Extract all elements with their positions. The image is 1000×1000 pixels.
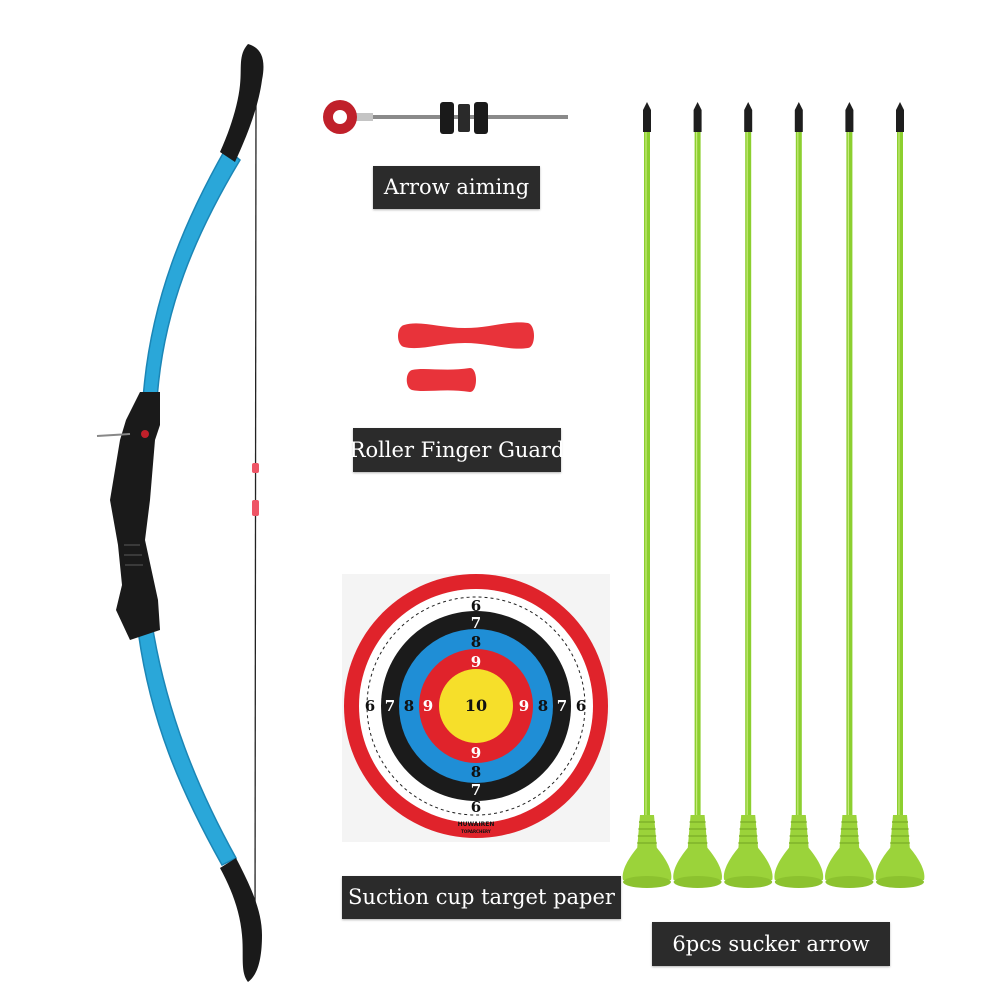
suction-cup-rim (825, 876, 874, 888)
target-score-8-top: 8 (471, 633, 481, 651)
sight-mount-block (440, 102, 454, 134)
bow-sight-knob (141, 430, 149, 438)
target-score-6-bottom: 6 (471, 798, 481, 816)
target-score-8-left: 8 (404, 697, 414, 715)
bow-upper-tip (220, 44, 264, 162)
sucker-arrows-label: 6pcs sucker arrow (652, 922, 890, 966)
target-brand-sub: TOPARCHERY (461, 829, 491, 834)
suction-cup-stem (687, 815, 708, 850)
finger-guard-short (406, 368, 476, 392)
sight-ring-hole (333, 110, 347, 124)
suction-cup-target-paper-label: Suction cup target paper (342, 876, 621, 919)
suction-cup (774, 848, 824, 880)
suction-cup-rim (774, 876, 823, 888)
suction-cup (875, 848, 925, 880)
suction-cup (622, 848, 672, 880)
suction-cup-rim (623, 876, 671, 888)
sight-rod-collar (355, 113, 373, 121)
suction-cup (673, 848, 722, 880)
target-score-7-top: 7 (471, 614, 481, 632)
suction-cup-rim (876, 876, 924, 888)
arrow-nock (744, 102, 753, 132)
target-brand: HUWAIREN (458, 821, 495, 828)
target-score-8-bottom: 8 (471, 763, 481, 781)
target-score-6-right: 6 (576, 697, 586, 715)
arrow-shaft (694, 130, 701, 820)
suction-cup-stem (637, 815, 657, 850)
suction-cup-rim (673, 876, 722, 888)
suction-cup-rim (724, 876, 773, 888)
arrow-nock (794, 102, 803, 132)
target-score-9-bottom: 9 (471, 744, 481, 762)
target-score-9-right: 9 (519, 697, 529, 715)
nocking-point (252, 500, 259, 516)
arrow-shaft (897, 130, 903, 820)
target-bullseye-yellow (439, 669, 513, 743)
arrow-shaft (846, 130, 853, 820)
suction-cup-stem (738, 815, 759, 850)
target-score-6-top: 6 (471, 597, 481, 615)
arrow-shaft (644, 130, 650, 820)
target-score-6-left: 6 (365, 697, 375, 715)
bow-sight-pin (96, 433, 131, 437)
sight-mount-block (474, 102, 488, 134)
arrow-aiming-label: Arrow aiming (373, 166, 540, 209)
arrow-nock (845, 102, 854, 132)
finger-guard-long (398, 322, 534, 349)
nocking-point (252, 463, 259, 473)
bowstring (254, 94, 257, 939)
target-score-9-top: 9 (471, 653, 481, 671)
suction-cup-stem (839, 815, 860, 850)
target-score-7-right: 7 (557, 697, 567, 715)
suction-cup-stem (890, 815, 910, 850)
target-score-7-left: 7 (385, 697, 395, 715)
target-score-7-bottom: 7 (471, 781, 481, 799)
target-ring-dashed (366, 596, 586, 816)
target-score-10-center: 10 (465, 696, 487, 715)
target-score-8-right: 8 (538, 697, 548, 715)
target-score-9-left: 9 (423, 697, 433, 715)
arrow-shaft (745, 130, 752, 820)
arrow-nock (643, 102, 651, 132)
bow-lower-tip (220, 858, 262, 982)
arrow-shaft (795, 130, 802, 820)
bow-riser-grip (110, 392, 160, 640)
suction-cup-stem (788, 815, 809, 850)
suction-cup (825, 848, 874, 880)
roller-finger-guard-label: Roller Finger Guard (350, 428, 564, 472)
sight-mount-block (458, 104, 470, 132)
arrow-nock (896, 102, 904, 132)
suction-cup (723, 848, 773, 880)
grip-ridges (124, 544, 143, 566)
arrow-nock (693, 102, 702, 132)
